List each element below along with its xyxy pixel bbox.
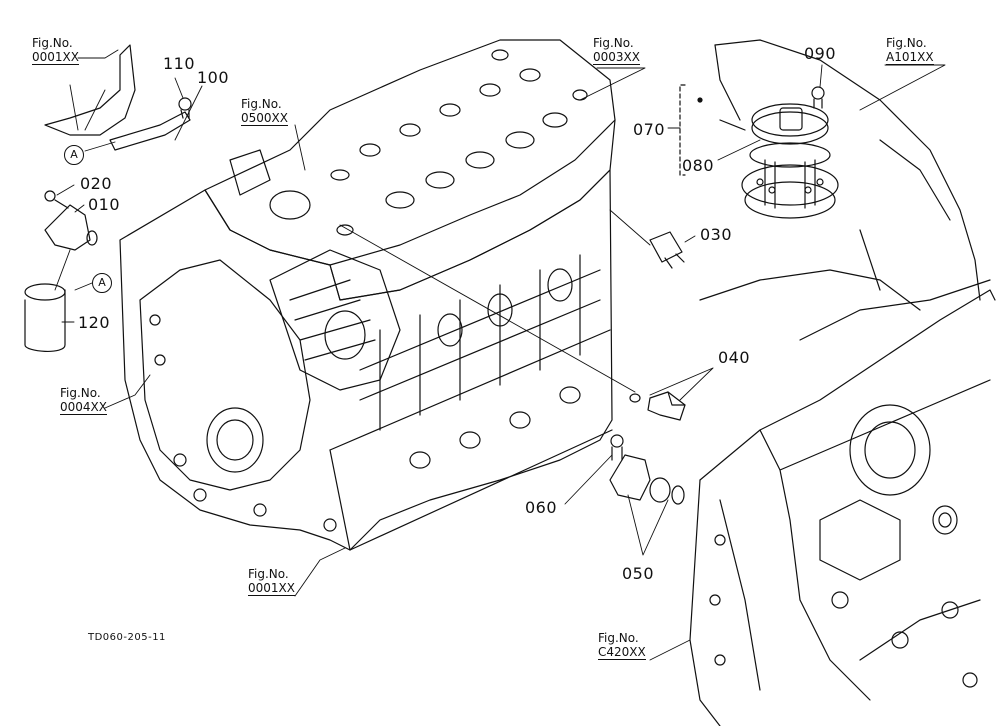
part-number-020[interactable]: 020 [80, 174, 113, 193]
figure-ref-label: Fig.No. [248, 567, 289, 581]
part-number-010[interactable]: 010 [88, 195, 121, 214]
figure-ref-label: Fig.No. [598, 631, 639, 645]
figure-ref-number: 0001XX [248, 581, 295, 596]
fuel-sender-unit [719, 86, 839, 219]
part-number-050[interactable]: 050 [622, 564, 655, 583]
figure-ref-0004[interactable]: Fig.No. 0004XX [60, 386, 107, 415]
part-030 [649, 231, 685, 269]
part-number-080[interactable]: 080 [682, 156, 715, 175]
transmission-case [689, 279, 996, 726]
figure-ref-number: C420XX [598, 645, 646, 660]
part-number-100[interactable]: 100 [197, 68, 230, 87]
figure-ref-number: 0003XX [593, 50, 640, 65]
figure-ref-0500[interactable]: Fig.No. 0500XX [241, 97, 288, 126]
figure-ref-0001-top[interactable]: Fig.No. 0001XX [32, 36, 79, 65]
figure-ref-label: Fig.No. [593, 36, 634, 50]
figure-ref-number: 0500XX [241, 111, 288, 126]
part-050-060 [609, 434, 685, 505]
part-number-090[interactable]: 090 [804, 44, 837, 63]
figure-ref-0003[interactable]: Fig.No. 0003XX [593, 36, 640, 65]
figure-ref-label: Fig.No. [241, 97, 282, 111]
part-number-070[interactable]: 070 [633, 120, 666, 139]
figure-ref-a101[interactable]: Fig.No. A101XX [886, 36, 934, 65]
figure-ref-number: A101XX [886, 50, 934, 65]
figure-ref-c420[interactable]: Fig.No. C420XX [598, 631, 646, 660]
figure-ref-label: Fig.No. [886, 36, 927, 50]
part-number-040[interactable]: 040 [718, 348, 751, 367]
drawing-code: TD060-205-11 [88, 632, 166, 643]
part-number-110[interactable]: 110 [163, 54, 196, 73]
callout-a-upper: A [64, 145, 84, 165]
part-number-060[interactable]: 060 [525, 498, 558, 517]
figure-ref-label: Fig.No. [32, 36, 73, 50]
part-number-030[interactable]: 030 [700, 225, 733, 244]
part-number-120[interactable]: 120 [78, 313, 111, 332]
callout-a-lower: A [92, 273, 112, 293]
part-040 [629, 391, 686, 421]
figure-ref-number: 0001XX [32, 50, 79, 65]
figure-ref-label: Fig.No. [60, 386, 101, 400]
engine-block [119, 39, 616, 551]
figure-ref-0001-bottom[interactable]: Fig.No. 0001XX [248, 567, 295, 596]
figure-ref-number: 0004XX [60, 400, 107, 415]
part-120 [24, 283, 66, 352]
fuel-tank [699, 39, 981, 311]
part-100-110 [44, 44, 192, 151]
part-010-020 [44, 190, 98, 251]
